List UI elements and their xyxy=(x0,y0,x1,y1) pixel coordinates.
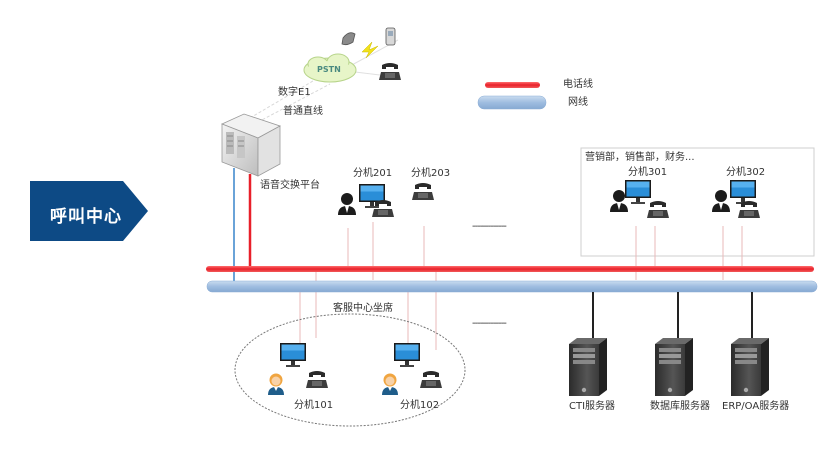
mobile-phone-icon xyxy=(341,32,356,46)
ext-101-agent-icon xyxy=(268,373,284,395)
ext-203-phone-icon xyxy=(412,183,434,200)
erp-oa-server-icon xyxy=(731,338,769,396)
ext-302-phone-icon xyxy=(738,201,760,218)
call-center-title: 呼叫中心 xyxy=(50,207,122,227)
department-box-title: 营销部，销售部，财务... xyxy=(585,152,695,163)
network-bus xyxy=(206,280,818,293)
cti-server-label: CTI服务器 xyxy=(569,401,616,412)
ext-301-label: 分机301 xyxy=(628,167,668,178)
cell-phone-icon xyxy=(385,27,396,46)
top-more-ellipsis: ------------- xyxy=(472,221,507,232)
ext-203-label: 分机203 xyxy=(411,168,451,179)
ext-101-phone-icon xyxy=(306,371,328,388)
voice-switch-platform-icon xyxy=(220,113,281,177)
direct-line-link xyxy=(257,83,331,123)
department-box xyxy=(580,147,815,257)
legend-phone-line-label: 电话线 xyxy=(563,79,593,90)
ext-102-phone-icon xyxy=(420,371,442,388)
pstn-desk-phone-icon xyxy=(379,63,401,80)
ext-302-label: 分机302 xyxy=(726,167,766,178)
e1-link-label: 数字E1 xyxy=(278,87,311,98)
ext-101-monitor-icon xyxy=(280,343,306,367)
pstn-cloud-icon xyxy=(303,53,357,83)
ext-102-label: 分机102 xyxy=(400,400,440,411)
call-center-badge xyxy=(30,181,148,241)
cti-server-icon xyxy=(569,338,607,396)
ext-301-monitor-icon xyxy=(625,180,651,204)
legend-network-line-swatch xyxy=(477,95,547,110)
legend-phone-line-swatch xyxy=(485,82,540,88)
erp-oa-server-label: ERP/OA服务器 xyxy=(722,401,790,412)
phone-line-bus xyxy=(206,266,814,272)
e1-link xyxy=(249,77,319,119)
ext-201-label: 分机201 xyxy=(353,168,393,179)
ext-301-phone-icon xyxy=(647,201,669,218)
service-center-group xyxy=(234,313,466,427)
wireless-signal-icon xyxy=(361,41,379,59)
ext-102-monitor-icon xyxy=(394,343,420,367)
legend-network-line-label: 网线 xyxy=(568,97,588,108)
ext-201-monitor-icon xyxy=(359,184,385,208)
legend xyxy=(477,82,547,110)
ext-201-phone-icon xyxy=(372,200,394,217)
direct-line-label: 普通直线 xyxy=(283,106,323,117)
ext-302-monitor-icon xyxy=(730,180,756,204)
switch-label: 语音交换平台 xyxy=(260,180,320,191)
ext-201-agent-icon xyxy=(338,193,356,215)
pstn-label: PSTN xyxy=(317,65,341,74)
database-server-label: 数据库服务器 xyxy=(650,401,710,412)
ext-101-label: 分机101 xyxy=(294,400,334,411)
service-center-title: 客服中心坐席 xyxy=(333,303,393,314)
database-server-icon xyxy=(655,338,693,396)
ext-102-agent-icon xyxy=(382,373,398,395)
ext-302-agent-icon xyxy=(712,190,730,212)
bottom-more-ellipsis: ------------- xyxy=(472,318,507,329)
